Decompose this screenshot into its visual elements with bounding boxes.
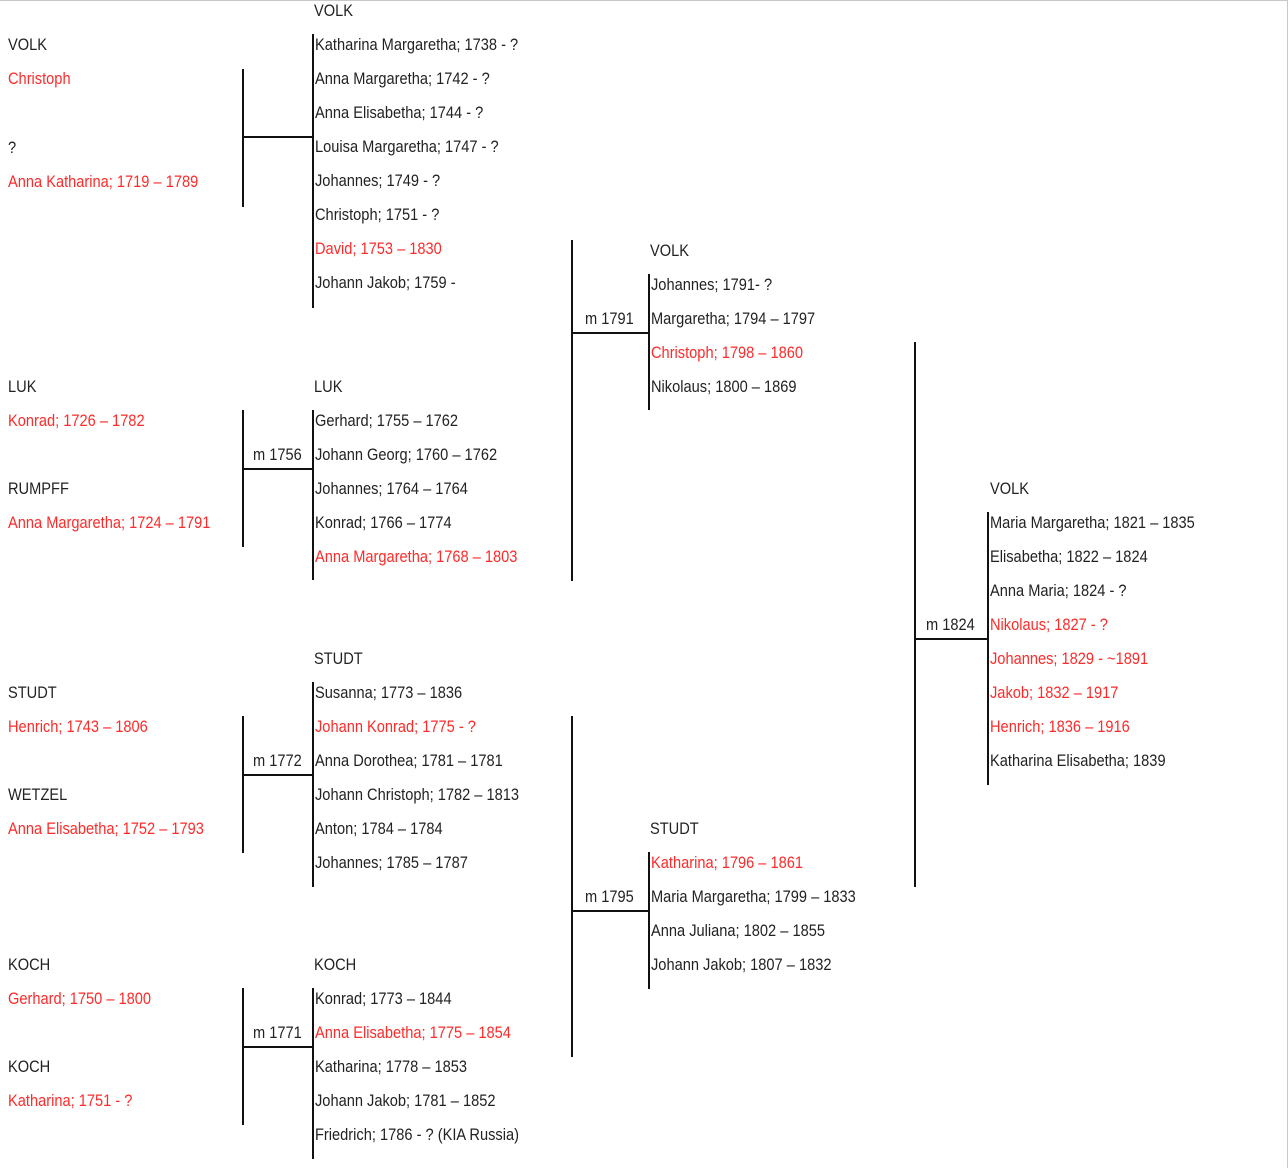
couple-bracket-line bbox=[571, 716, 573, 1057]
marriage-label: m 1772 bbox=[253, 751, 302, 770]
children-line bbox=[648, 274, 650, 410]
top-border bbox=[0, 0, 1288, 1]
child-entry-direct-line: Henrich; 1836 – 1916 bbox=[990, 717, 1130, 736]
person-name: Henrich; 1743 – 1806 bbox=[8, 717, 148, 736]
child-entry: Johann Christoph; 1782 – 1813 bbox=[315, 785, 520, 804]
couple-bracket-line bbox=[914, 342, 916, 887]
child-entry: Friedrich; 1786 - ? (KIA Russia) bbox=[315, 1125, 519, 1144]
couple-connector-line bbox=[573, 332, 649, 334]
child-entry: Christoph; 1751 - ? bbox=[315, 205, 440, 224]
person-surname: WETZEL bbox=[8, 785, 68, 804]
child-entry-direct-line: Jakob; 1832 – 1917 bbox=[990, 683, 1119, 702]
family-surname: VOLK bbox=[990, 479, 1030, 498]
person-name: Katharina; 1751 - ? bbox=[8, 1091, 133, 1110]
person-name: Konrad; 1726 – 1782 bbox=[8, 411, 145, 430]
child-entry: Maria Margaretha; 1799 – 1833 bbox=[651, 887, 856, 906]
child-entry: Anna Maria; 1824 - ? bbox=[990, 581, 1127, 600]
child-entry: Johannes; 1791- ? bbox=[651, 275, 773, 294]
marriage-label: m 1795 bbox=[585, 887, 634, 906]
family-surname: STUDT bbox=[314, 649, 363, 668]
child-entry: Katharina Margaretha; 1738 - ? bbox=[315, 35, 519, 54]
person-name: Gerhard; 1750 – 1800 bbox=[8, 989, 152, 1008]
child-entry-direct-line: Anna Margaretha; 1768 – 1803 bbox=[315, 547, 518, 566]
person-surname: ? bbox=[8, 138, 17, 157]
children-line bbox=[648, 852, 650, 989]
person-name: Anna Elisabetha; 1752 – 1793 bbox=[8, 819, 204, 838]
marriage-label: m 1771 bbox=[253, 1023, 302, 1042]
child-entry-direct-line: Nikolaus; 1827 - ? bbox=[990, 615, 1108, 634]
child-entry: Johann Jakob; 1807 – 1832 bbox=[651, 955, 832, 974]
couple-connector-line bbox=[916, 638, 988, 640]
child-entry: Katharina Elisabetha; 1839 bbox=[990, 751, 1166, 770]
child-entry: Anna Juliana; 1802 – 1855 bbox=[651, 921, 825, 940]
child-entry: Maria Margaretha; 1821 – 1835 bbox=[990, 513, 1195, 532]
child-entry: Nikolaus; 1800 – 1869 bbox=[651, 377, 797, 396]
child-entry: Anna Elisabetha; 1744 - ? bbox=[315, 103, 484, 122]
person-name: Anna Margaretha; 1724 – 1791 bbox=[8, 513, 211, 532]
couple-bracket-line bbox=[242, 988, 244, 1125]
person-surname: KOCH bbox=[8, 1057, 51, 1076]
person-surname: VOLK bbox=[8, 35, 48, 54]
child-entry: Johannes; 1749 - ? bbox=[315, 171, 441, 190]
family-surname: VOLK bbox=[650, 241, 690, 260]
child-entry: Johannes; 1785 – 1787 bbox=[315, 853, 468, 872]
person-name: Christoph bbox=[8, 69, 71, 88]
child-entry-direct-line: Christoph; 1798 – 1860 bbox=[651, 343, 804, 362]
child-entry: Louisa Margaretha; 1747 - ? bbox=[315, 137, 499, 156]
couple-connector-line bbox=[573, 910, 649, 912]
couple-connector-line bbox=[244, 1046, 314, 1048]
family-surname: LUK bbox=[314, 377, 343, 396]
couple-bracket-line bbox=[242, 410, 244, 547]
marriage-label: m 1791 bbox=[585, 309, 634, 328]
child-entry: Anna Margaretha; 1742 - ? bbox=[315, 69, 490, 88]
child-entry-direct-line: Johannes; 1829 - ~1891 bbox=[990, 649, 1149, 668]
child-entry: Susanna; 1773 – 1836 bbox=[315, 683, 463, 702]
child-entry: Elisabetha; 1822 – 1824 bbox=[990, 547, 1148, 566]
family-surname: VOLK bbox=[314, 1, 354, 20]
child-entry: Johannes; 1764 – 1764 bbox=[315, 479, 468, 498]
children-line bbox=[312, 682, 314, 887]
couple-bracket-line bbox=[242, 716, 244, 853]
child-entry: Konrad; 1773 – 1844 bbox=[315, 989, 452, 1008]
child-entry: Johann Georg; 1760 – 1762 bbox=[315, 445, 498, 464]
child-entry: Johann Jakob; 1759 - bbox=[315, 273, 456, 292]
children-line bbox=[987, 512, 989, 785]
children-line bbox=[312, 410, 314, 580]
person-surname: LUK bbox=[8, 377, 37, 396]
couple-connector-line bbox=[244, 468, 314, 470]
couple-bracket-line bbox=[571, 240, 573, 581]
child-entry: Anton; 1784 – 1784 bbox=[315, 819, 443, 838]
child-entry: Katharina; 1778 – 1853 bbox=[315, 1057, 468, 1076]
child-entry-direct-line: David; 1753 – 1830 bbox=[315, 239, 442, 258]
child-entry: Johann Jakob; 1781 – 1852 bbox=[315, 1091, 496, 1110]
child-entry: Margaretha; 1794 – 1797 bbox=[651, 309, 816, 328]
children-line bbox=[312, 988, 314, 1159]
couple-connector-line bbox=[244, 136, 314, 138]
couple-bracket-line bbox=[242, 69, 244, 207]
family-surname: STUDT bbox=[650, 819, 699, 838]
family-surname: KOCH bbox=[314, 955, 357, 974]
child-entry: Anna Dorothea; 1781 – 1781 bbox=[315, 751, 503, 770]
marriage-label: m 1756 bbox=[253, 445, 302, 464]
child-entry: Konrad; 1766 – 1774 bbox=[315, 513, 452, 532]
person-name: Anna Katharina; 1719 – 1789 bbox=[8, 172, 199, 191]
children-line bbox=[312, 34, 314, 308]
couple-connector-line bbox=[244, 774, 314, 776]
child-entry-direct-line: Johann Konrad; 1775 - ? bbox=[315, 717, 476, 736]
marriage-label: m 1824 bbox=[926, 615, 975, 634]
child-entry: Gerhard; 1755 – 1762 bbox=[315, 411, 459, 430]
person-surname: RUMPFF bbox=[8, 479, 69, 498]
child-entry-direct-line: Anna Elisabetha; 1775 – 1854 bbox=[315, 1023, 511, 1042]
person-surname: KOCH bbox=[8, 955, 51, 974]
child-entry-direct-line: Katharina; 1796 – 1861 bbox=[651, 853, 804, 872]
person-surname: STUDT bbox=[8, 683, 57, 702]
